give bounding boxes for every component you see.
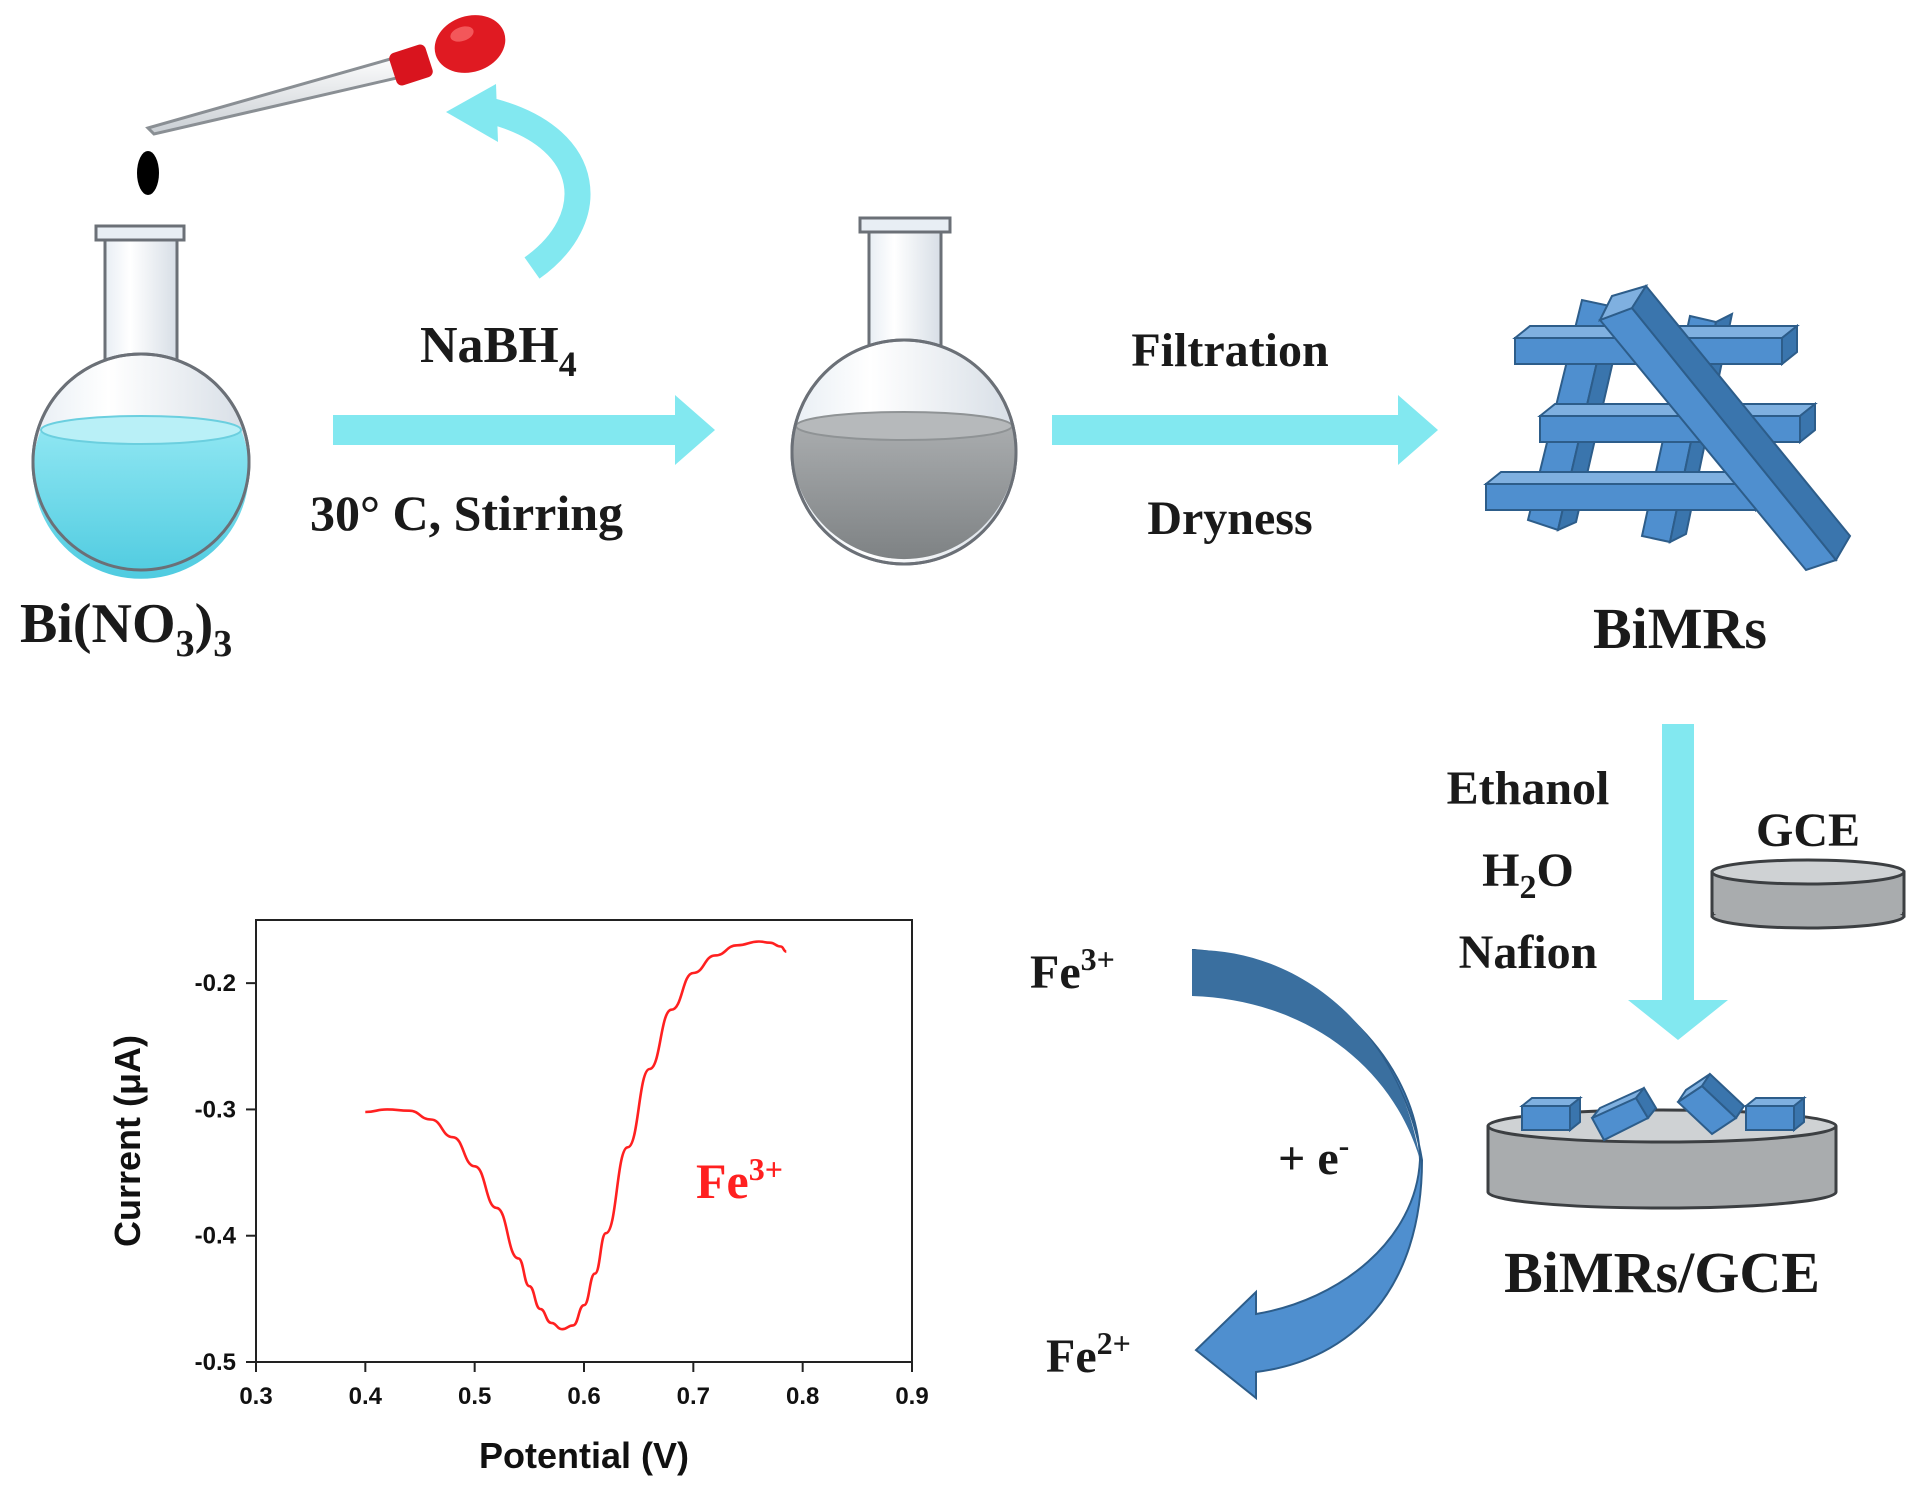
process-arrow-2-icon [1052,395,1438,465]
y-tick-label: -0.3 [195,1096,236,1123]
reactant-label: Bi(NO3)3 [20,593,232,665]
x-tick-label: 0.8 [786,1383,819,1410]
electron-label: + e- [1278,1127,1349,1185]
fe2-ion-label: Fe2+ [1046,1325,1131,1383]
gce-label: GCE [1756,804,1860,857]
reduction-arrow-icon [1191,949,1424,1401]
conditions-label: 30° C, Stirring [310,485,623,541]
chart-ticks: 0.3 0.4 0.5 0.6 0.7 0.8 0.9 -0.2 -0.3 -0.4 -0.5 [195,970,929,1410]
y-tick-label: -0.2 [195,970,236,997]
y-tick-label: -0.5 [195,1349,236,1376]
solvent-ethanol-label: Ethanol [1447,762,1610,815]
x-tick-label: 0.4 [349,1383,383,1410]
process-arrow-3-icon [1628,724,1728,1040]
dryness-label: Dryness [1147,492,1312,545]
bimrs-label: BiMRs [1593,596,1767,661]
add-reagent-arrow-icon [446,84,591,279]
drop-icon [137,151,159,195]
dpv-chart: 0.3 0.4 0.5 0.6 0.7 0.8 0.9 -0.2 -0.3 -0.4 -0.5 Po… [107,919,929,1476]
x-tick-label: 0.7 [677,1383,710,1410]
solvent-nafion-label: Nafion [1459,926,1598,979]
flask-bi-nitrate [31,224,251,579]
flask-product [790,216,1018,566]
plot-frame [255,919,913,1363]
dropper-icon [145,15,506,136]
x-axis-label: Potential (V) [479,1435,689,1476]
fe3-ion-label: Fe3+ [1030,941,1115,999]
x-tick-label: 0.6 [567,1383,600,1410]
bimrs-gce-electrode-icon [1486,1072,1838,1210]
chart-annotation: Fe3+ [696,1151,783,1209]
bimrs-microrods-icon [1483,284,1852,572]
solvent-water-label: H2O [1482,844,1574,906]
x-tick-label: 0.9 [895,1383,928,1410]
y-axis-label: Current (μA) [107,1035,148,1247]
y-tick-label: -0.4 [195,1223,237,1250]
reagent-label: NaBH4 [420,317,577,384]
bimrs-gce-label: BiMRs/GCE [1504,1240,1820,1305]
x-tick-label: 0.5 [458,1383,491,1410]
gce-electrode-icon [1710,858,1906,930]
process-arrow-1-icon [333,395,715,465]
series-line [365,940,787,1331]
filtration-label: Filtration [1131,324,1328,377]
x-tick-label: 0.3 [239,1383,272,1410]
